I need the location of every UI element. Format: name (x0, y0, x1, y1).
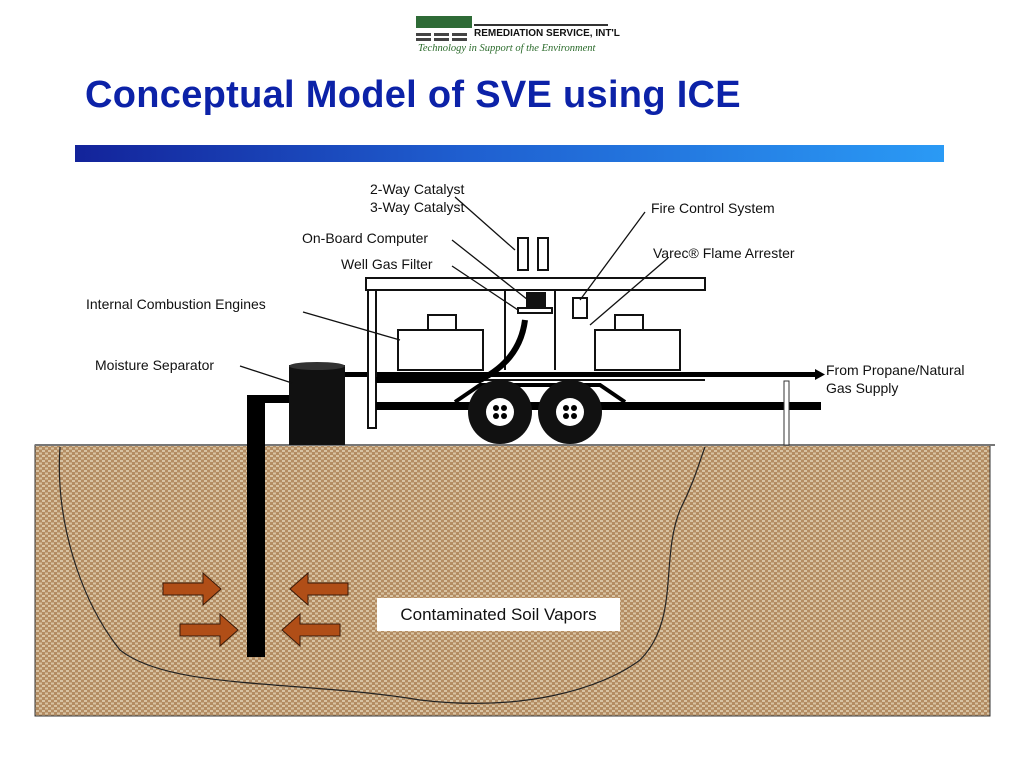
extraction-well-pipe (247, 395, 265, 657)
rsi-logo: REMEDIATION SERVICE, INT'L Technology in… (414, 14, 620, 58)
logo-tagline: Technology in Support of the Environment (418, 43, 596, 54)
label-moisture-separator: Moisture Separator (95, 357, 214, 373)
label-on-board-computer: On-Board Computer (302, 230, 428, 246)
gas-supply-post (783, 380, 790, 446)
label-fire-control-system: Fire Control System (651, 200, 775, 216)
rsi-logo-mark (416, 16, 472, 41)
vapor-arrow-right-icon (179, 612, 239, 648)
gas-supply-line (345, 372, 815, 377)
moisture-separator-tank (289, 365, 345, 445)
trailer-wheel (468, 380, 602, 444)
slide-title: Conceptual Model of SVE using ICE (85, 74, 741, 116)
intake-pipe (376, 319, 528, 383)
label-gas-supply-line1: From Propane/Natural (826, 362, 965, 378)
logo-company-name: REMEDIATION SERVICE, INT'L (474, 28, 620, 39)
label-gas-supply-line2: Gas Supply (826, 380, 898, 396)
soil-area (34, 444, 991, 717)
ice-trailer (365, 237, 706, 429)
title-gradient-bar (75, 145, 944, 162)
gas-supply-arrowhead (815, 369, 825, 380)
well-connector-pipe (247, 395, 292, 403)
contamination-plume-outline (58, 446, 706, 704)
label-2-way-catalyst: 2-Way Catalyst (370, 181, 465, 197)
label-3-way-catalyst: 3-Way Catalyst (370, 199, 465, 215)
label-flame-arrester: Varec® Flame Arrester (653, 245, 795, 261)
leader-lines (239, 196, 669, 384)
vapor-arrow-right-icon (162, 571, 222, 607)
label-well-gas-filter: Well Gas Filter (341, 256, 433, 272)
contaminated-soil-vapors-label: Contaminated Soil Vapors (377, 598, 620, 631)
vapor-arrow-left-icon (281, 612, 341, 648)
soil-vapor-arrows (162, 571, 349, 648)
label-internal-combustion-engines: Internal Combustion Engines (86, 296, 266, 312)
vapor-arrow-left-icon (289, 571, 349, 607)
